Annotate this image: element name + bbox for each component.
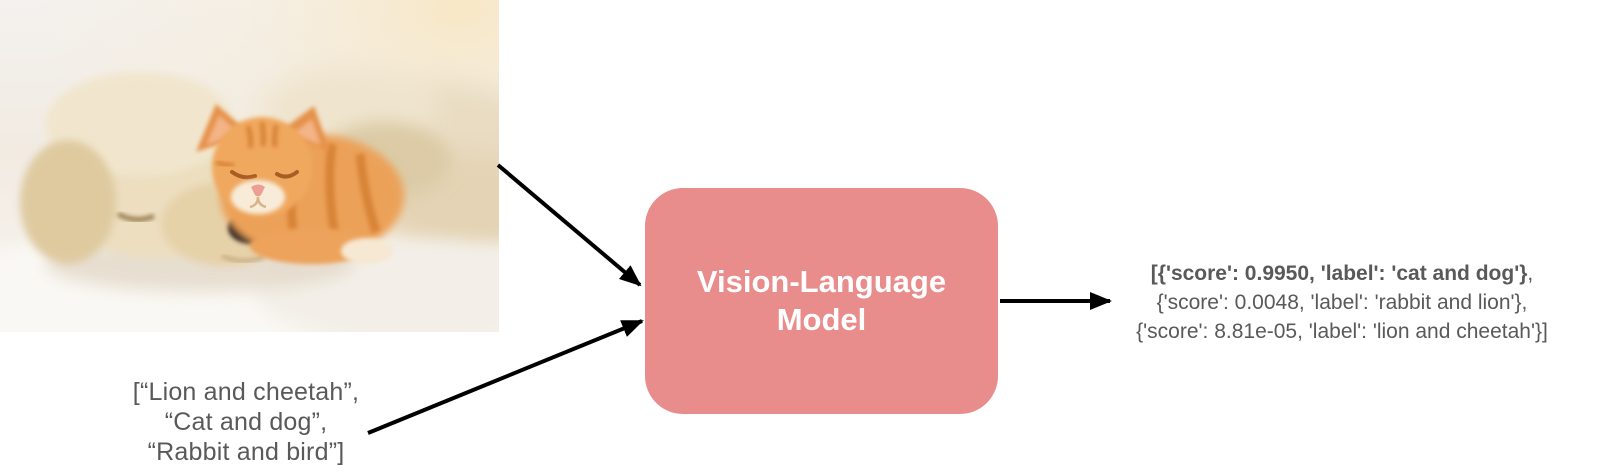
output-line-1-bold: [{'score': 0.9950, 'label': 'cat and dog… [1150,262,1528,285]
kitten [196,104,404,264]
output-line-1-tail: , [1527,262,1534,285]
dog-and-kitten-photo [0,0,585,362]
puppy-closed-eye [116,211,156,222]
arrow-labels-to-model [367,319,644,435]
output-line-3: {'score': 8.81e-05, 'label': 'lion and c… [1136,320,1548,343]
vision-language-model-box: Vision-Language Model [645,188,998,414]
kitten-paw [341,238,393,264]
output-line-1: [{'score': 0.9950, 'label': 'cat and dog… [1085,259,1599,288]
arrow-image-to-model [496,163,642,287]
output-text: [{'score': 0.9950, 'label': 'cat and dog… [1085,259,1599,346]
kitten-closed-eyes [230,170,299,180]
puppy-ear [20,140,116,264]
candidate-labels-line-1: [“Lion and cheetah”, [132,378,360,406]
model-box-label-line-1: Vision-Language [696,264,947,299]
model-box-label-line-2: Model [776,302,867,337]
candidate-labels-text: [“Lion and cheetah”, “Cat and dog”, “Rab… [96,377,396,467]
output-line-2: {'score': 0.0048, 'label': 'rabbit and l… [1156,291,1528,314]
candidate-labels-line-3: “Rabbit and bird”] [147,438,345,466]
kitten-nose [251,184,265,197]
input-image [0,0,585,362]
candidate-labels-line-2: “Cat and dog”, [164,408,328,436]
